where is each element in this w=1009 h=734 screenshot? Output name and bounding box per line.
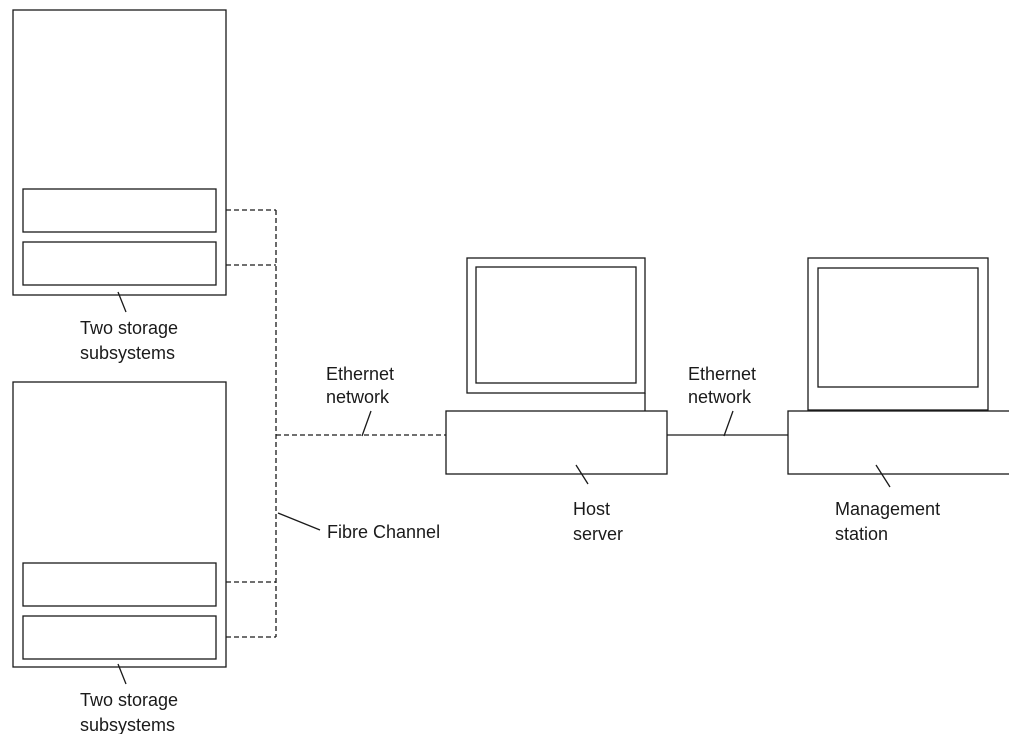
storage-bottom-label-line2: subsystems <box>80 715 175 734</box>
ethernet-right-label-line1: Ethernet <box>688 364 756 384</box>
storage-top-label-line2: subsystems <box>80 343 175 363</box>
fibre-channel-label: Fibre Channel <box>327 522 440 542</box>
storage-rack-top <box>12 9 227 296</box>
mgmt-station-unit <box>787 410 1009 475</box>
host-server-unit <box>445 410 668 475</box>
storage-bottom-label-line1: Two storage <box>80 690 178 710</box>
host-server-label-line2: server <box>573 524 623 544</box>
storage-rack-bottom <box>12 381 227 668</box>
storage-top-label-line1: Two storage <box>80 318 178 338</box>
management-station-label-line2: station <box>835 524 888 544</box>
storage-controller-top-1 <box>22 188 217 233</box>
ethernet-left-label-line2: network <box>326 387 390 407</box>
storage-controller-bottom-2 <box>22 615 217 660</box>
dashed-connections <box>226 209 446 638</box>
leader-lines <box>117 291 891 685</box>
management-station-computer <box>787 257 1009 475</box>
management-station-label-line1: Management <box>835 499 940 519</box>
storage-controller-top-2 <box>22 241 217 286</box>
mgmt-monitor-screen <box>817 267 979 388</box>
ethernet-left-label-line1: Ethernet <box>326 364 394 384</box>
host-server-computer <box>445 257 668 475</box>
host-monitor-screen <box>475 266 637 384</box>
host-server-label-line1: Host <box>573 499 610 519</box>
storage-controller-bottom-1 <box>22 562 217 607</box>
ethernet-right-label-line2: network <box>688 387 752 407</box>
